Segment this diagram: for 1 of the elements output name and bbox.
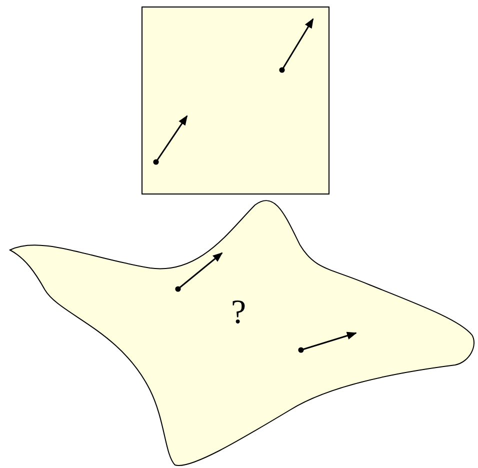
question-mark-label: ? (231, 293, 246, 333)
